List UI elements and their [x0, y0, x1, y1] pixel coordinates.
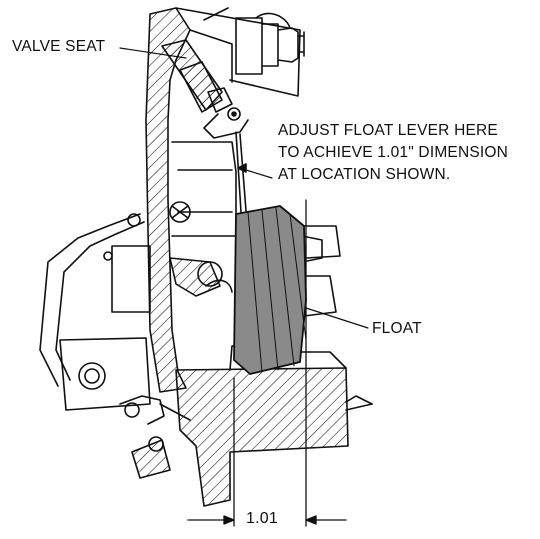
float-leader: [305, 307, 369, 329]
float: [233, 205, 307, 375]
accelerator-linkage: [119, 395, 191, 479]
dimension-1-01: [187, 199, 347, 527]
top-cover: [175, 7, 301, 97]
body-block: [171, 141, 237, 237]
inlet-fitting: [235, 12, 305, 75]
valve-seat-assembly: [161, 39, 241, 121]
throttle-arm: [39, 213, 141, 387]
lower-body-section: [169, 257, 221, 297]
body-screw: [169, 201, 191, 223]
valve-seat-leader: [119, 47, 187, 59]
float-lever-tang: [203, 113, 249, 139]
adjust-callout-line-2: TO ACHIEVE 1.01" DIMENSION: [278, 144, 509, 161]
top-cover-inner: [189, 29, 233, 83]
float-label: FLOAT: [372, 320, 422, 337]
dimension-label: 1.01: [246, 510, 278, 527]
adjust-callout-line-3: AT LOCATION SHOWN.: [278, 166, 451, 183]
adjust-callout-line-1: ADJUST FLOAT LEVER HERE: [278, 122, 498, 139]
valve-seat-label: VALVE SEAT: [12, 38, 106, 55]
mounting-flange: [111, 245, 151, 313]
adjust-float-callout: ADJUST FLOAT LEVER HERE TO ACHIEVE 1.01"…: [278, 120, 508, 186]
